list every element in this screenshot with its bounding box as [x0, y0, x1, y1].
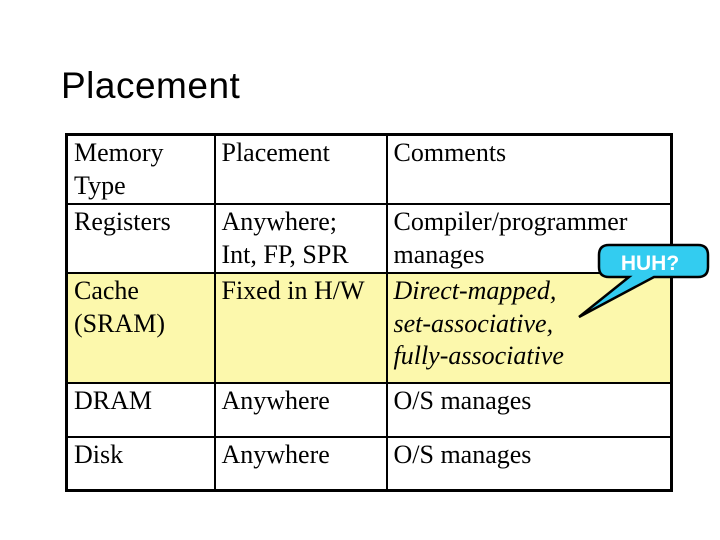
table-row-cache: Cache (SRAM) Fixed in H/W Direct-mapped,… [65, 272, 673, 384]
header-comments: Comments [385, 133, 673, 205]
cell-dram-type: DRAM [65, 382, 216, 438]
cell-cache-type: Cache (SRAM) [65, 272, 216, 384]
cell-disk-placement: Anywhere [213, 436, 388, 491]
cell-dram-placement: Anywhere [213, 382, 388, 438]
table-row-disk: Disk Anywhere O/S manages [65, 436, 673, 491]
table-row-dram: DRAM Anywhere O/S manages [65, 382, 673, 438]
header-placement: Placement [213, 133, 388, 205]
cell-registers-comments: Compiler/programmer manages [385, 203, 673, 274]
table-row-registers: Registers Anywhere; Int, FP, SPR Compile… [65, 203, 673, 274]
table-header-row: Memory Type Placement Comments [65, 133, 673, 205]
cell-disk-type: Disk [65, 436, 216, 491]
cell-registers-placement: Anywhere; Int, FP, SPR [213, 203, 388, 274]
header-memory-type: Memory Type [65, 133, 216, 205]
cell-disk-comments: O/S manages [385, 436, 673, 491]
cell-cache-placement: Fixed in H/W [213, 272, 388, 384]
cell-cache-comments: Direct-mapped, set-associative, fully-as… [385, 272, 673, 384]
cell-registers-type: Registers [65, 203, 216, 274]
cell-dram-comments: O/S manages [385, 382, 673, 438]
placement-table: Memory Type Placement Comments Registers… [65, 133, 673, 492]
slide-title: Placement [61, 65, 241, 106]
